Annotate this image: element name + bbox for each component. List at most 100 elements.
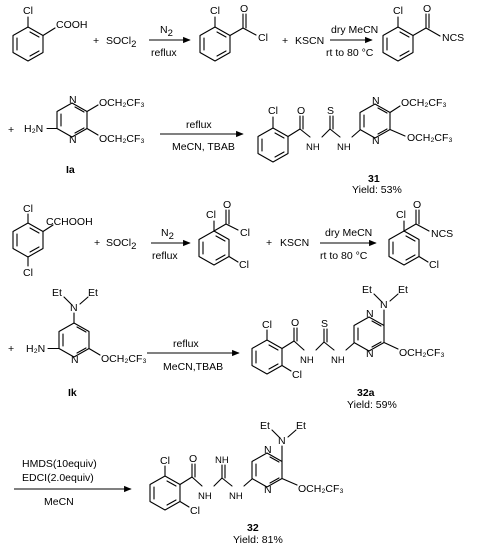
svg-text:Cl: Cl xyxy=(160,455,170,467)
svg-text:N: N xyxy=(372,135,380,147)
svg-text:Cl: Cl xyxy=(262,319,272,331)
svg-text:N: N xyxy=(264,484,272,496)
row4-amine-ik: N Et Et N H₂N OCH₂CF₃ Ik xyxy=(26,287,147,399)
svg-text:KSCN: KSCN xyxy=(280,237,309,249)
row1-arrow2: dry MeCN rt to 80 °C xyxy=(326,24,378,59)
svg-text:dry MeCN: dry MeCN xyxy=(325,227,372,239)
svg-text:OCH₂CF₃: OCH₂CF₃ xyxy=(99,133,145,145)
svg-text:Cl: Cl xyxy=(210,5,220,17)
svg-text:Cl: Cl xyxy=(268,105,278,117)
svg-text:O: O xyxy=(189,453,197,465)
svg-text:Yield: 53%: Yield: 53% xyxy=(352,184,402,196)
svg-text:Cl: Cl xyxy=(258,32,268,44)
svg-text:+: + xyxy=(94,237,100,249)
svg-text:Et: Et xyxy=(296,420,306,432)
svg-text:O: O xyxy=(297,105,305,117)
svg-text:N: N xyxy=(366,348,374,360)
svg-text:MeCN: MeCN xyxy=(44,496,74,508)
svg-text:N2: N2 xyxy=(160,24,173,39)
svg-text:MeCN,TBAB: MeCN,TBAB xyxy=(163,361,223,373)
svg-text:N: N xyxy=(69,134,77,146)
svg-text:reflux: reflux xyxy=(173,338,199,350)
row5-arrow: HMDS(10equiv) EDCI(2.0equiv) MeCN xyxy=(14,458,132,508)
svg-text:reflux: reflux xyxy=(152,250,178,262)
svg-text:Cl: Cl xyxy=(393,5,403,17)
svg-text:OCH₂CF₃: OCH₂CF₃ xyxy=(101,353,147,365)
row3-arrow2: dry MeCN rt to 80 °C xyxy=(320,227,377,262)
svg-text:N: N xyxy=(264,444,272,456)
svg-text:Et: Et xyxy=(260,420,270,432)
svg-text:Et: Et xyxy=(362,284,372,296)
svg-text:NH: NH xyxy=(215,455,229,466)
svg-text:NH: NH xyxy=(306,142,320,153)
svg-text:Cl: Cl xyxy=(206,209,216,221)
svg-text:OCH₂CF₃: OCH₂CF₃ xyxy=(99,97,145,109)
svg-text:+: + xyxy=(8,343,14,355)
row3-isothiocyanate: Cl Cl O NCS xyxy=(388,199,453,271)
svg-text:OCH₂CF₃: OCH₂CF₃ xyxy=(407,132,453,144)
svg-text:O: O xyxy=(291,317,299,329)
svg-text:reflux: reflux xyxy=(151,47,177,59)
svg-text:N: N xyxy=(70,302,78,314)
svg-text:+: + xyxy=(8,124,14,136)
row1-acid-chloride: Cl O Cl xyxy=(199,3,268,62)
row4-arrow: reflux MeCN,TBAB xyxy=(147,338,240,373)
svg-text:NH: NH xyxy=(337,142,351,153)
svg-text:Cl: Cl xyxy=(239,259,249,271)
row1-arrow1: N2 reflux xyxy=(149,24,191,59)
svg-text:COOH: COOH xyxy=(56,19,88,31)
row3-2-6-dichloro-acid: Cl Cl CCHOOH xyxy=(12,203,93,279)
svg-text:N: N xyxy=(380,299,388,311)
row4-product-32a: Cl Cl O S NH NH N N N Et Et OCH₂CF₃ 32a … xyxy=(251,284,445,411)
svg-text:HMDS(10equiv): HMDS(10equiv) xyxy=(22,458,97,470)
svg-text:OCH₂CF₃: OCH₂CF₃ xyxy=(399,347,445,359)
svg-text:KSCN: KSCN xyxy=(295,35,324,47)
svg-text:Ia: Ia xyxy=(66,164,75,176)
row2-amine-ia: N N OCH₂CF₃ OCH₂CF₃ H₂N Ia xyxy=(24,94,145,176)
svg-text:O: O xyxy=(240,3,248,15)
row3-arrow1: N2 reflux xyxy=(151,227,191,262)
svg-text:O: O xyxy=(413,199,421,211)
svg-text:Cl: Cl xyxy=(23,267,33,279)
svg-text:dry MeCN: dry MeCN xyxy=(331,24,378,36)
row3-acid-chloride: Cl Cl O Cl xyxy=(198,199,250,271)
svg-text:H₂N: H₂N xyxy=(24,123,43,135)
svg-text:N2: N2 xyxy=(161,227,174,242)
svg-text:rt to 80 °C: rt to 80 °C xyxy=(320,250,368,262)
row1-isothiocyanate: Cl O NCS xyxy=(382,3,464,62)
svg-text:+: + xyxy=(266,237,272,249)
svg-text:Cl: Cl xyxy=(23,203,33,215)
svg-text:Ik: Ik xyxy=(68,387,77,399)
svg-text:Cl: Cl xyxy=(429,259,439,271)
svg-text:Yield: 59%: Yield: 59% xyxy=(347,399,397,411)
svg-text:Cl: Cl xyxy=(190,505,200,517)
svg-text:SOCl2: SOCl2 xyxy=(106,237,136,252)
svg-text:32a: 32a xyxy=(357,387,375,399)
svg-text:32: 32 xyxy=(247,522,259,534)
svg-text:NH: NH xyxy=(300,355,314,366)
svg-text:Yield: 81%: Yield: 81% xyxy=(233,534,283,546)
svg-text:OCH₂CF₃: OCH₂CF₃ xyxy=(298,483,344,495)
svg-text:Cl: Cl xyxy=(240,227,250,239)
svg-text:Et: Et xyxy=(88,287,98,299)
svg-text:SOCl2: SOCl2 xyxy=(106,35,136,50)
svg-text:CCHOOH: CCHOOH xyxy=(46,216,93,228)
svg-text:NCS: NCS xyxy=(431,228,453,240)
svg-text:N: N xyxy=(366,308,374,320)
svg-text:O: O xyxy=(223,199,231,211)
svg-text:OCH₂CF₃: OCH₂CF₃ xyxy=(401,97,447,109)
row2-product-31: Cl O S NH NH N N OCH₂CF₃ OCH₂CF₃ 31 Yiel… xyxy=(257,95,453,196)
row1-2-chlorobenzoic-acid: Cl COOH xyxy=(12,5,88,62)
svg-text:N: N xyxy=(278,435,286,447)
svg-text:NCS: NCS xyxy=(442,32,464,44)
svg-text:31: 31 xyxy=(368,173,380,185)
svg-text:rt to 80 °C: rt to 80 °C xyxy=(326,47,374,59)
svg-text:N: N xyxy=(372,95,380,107)
svg-text:Et: Et xyxy=(52,287,62,299)
svg-text:Cl: Cl xyxy=(23,5,33,17)
svg-text:NH: NH xyxy=(331,355,345,366)
svg-text:S: S xyxy=(327,105,334,117)
svg-text:N: N xyxy=(71,354,79,366)
row5-product-32: Cl Cl O NH NH NH N N N Et Et OCH₂CF₃ 32 … xyxy=(149,420,344,546)
